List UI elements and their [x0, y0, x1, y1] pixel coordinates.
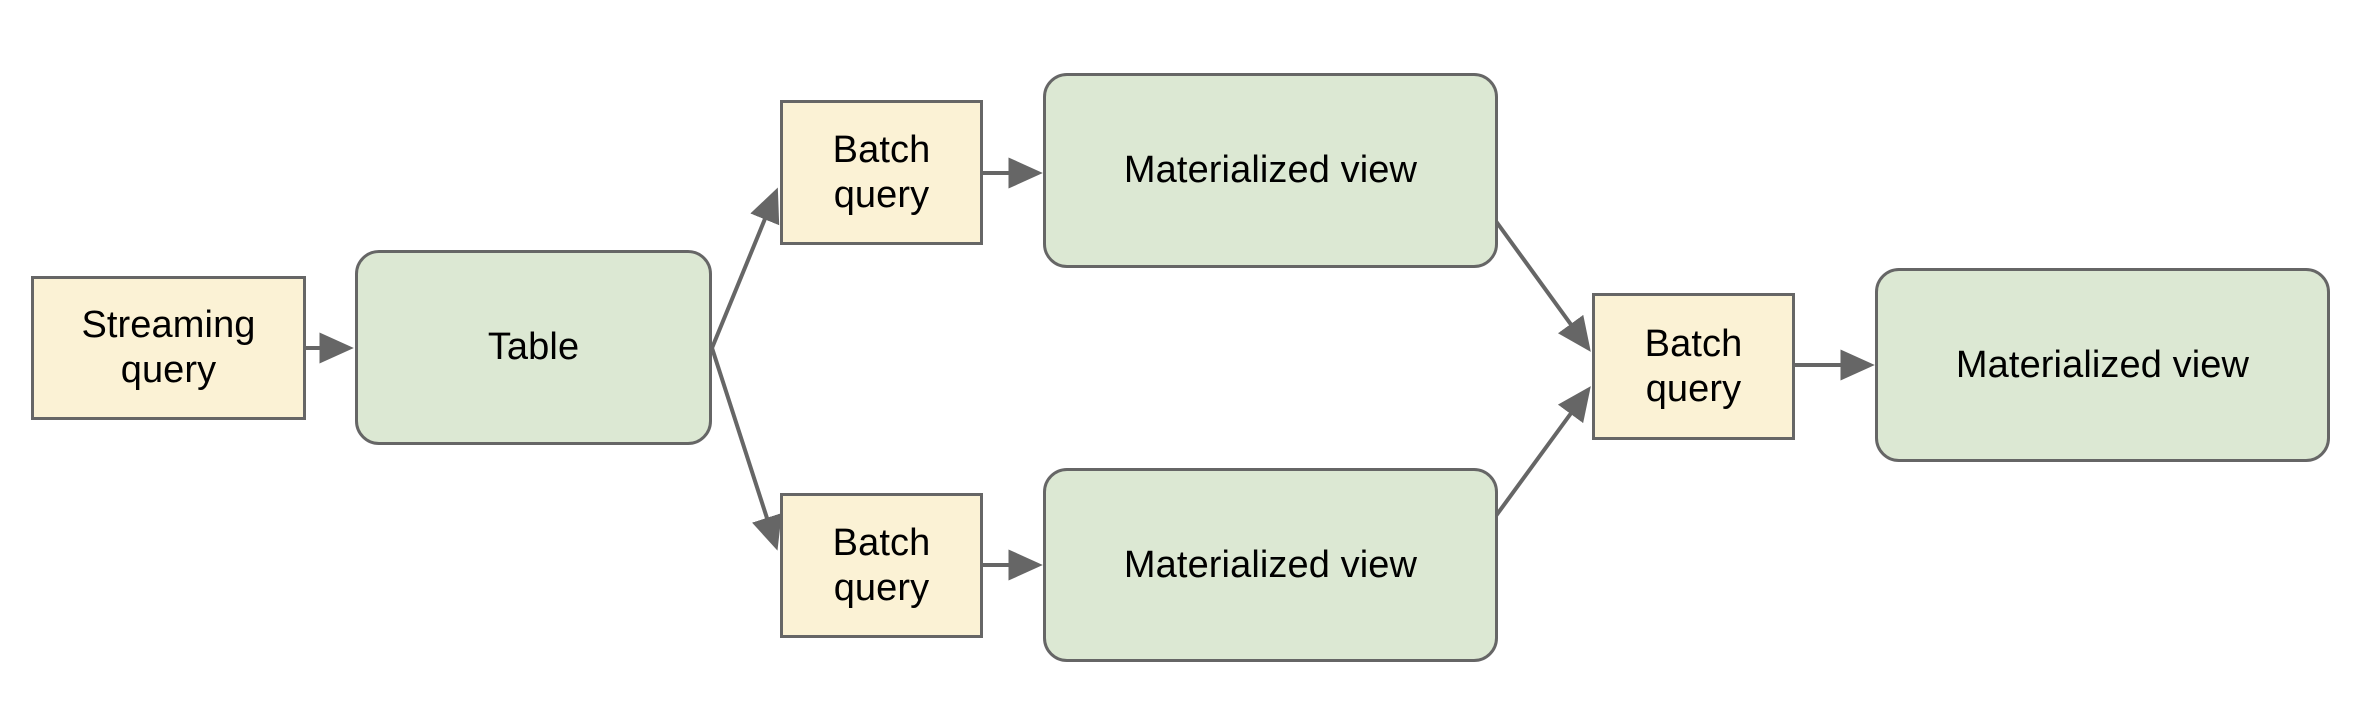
- node-materialized-view-top[interactable]: Materialized view: [1043, 73, 1498, 268]
- edge-materialized-view-top-to-batch-query-merge: [1488, 211, 1591, 352]
- edge-table-to-batch-query-top: [710, 187, 780, 349]
- edge-table-to-batch-query-bottom: [710, 347, 782, 551]
- node-batch-query-top[interactable]: Batch query: [780, 100, 983, 245]
- edge-materialized-view-bottom-to-batch-query-merge: [1488, 386, 1591, 526]
- node-batch-query-bottom[interactable]: Batch query: [780, 493, 983, 638]
- node-table[interactable]: Table: [355, 250, 712, 445]
- node-streaming-query[interactable]: Streaming query: [31, 276, 306, 420]
- node-materialized-view-final[interactable]: Materialized view: [1875, 268, 2330, 462]
- node-materialized-view-bottom[interactable]: Materialized view: [1043, 468, 1498, 662]
- node-batch-query-merge[interactable]: Batch query: [1592, 293, 1795, 440]
